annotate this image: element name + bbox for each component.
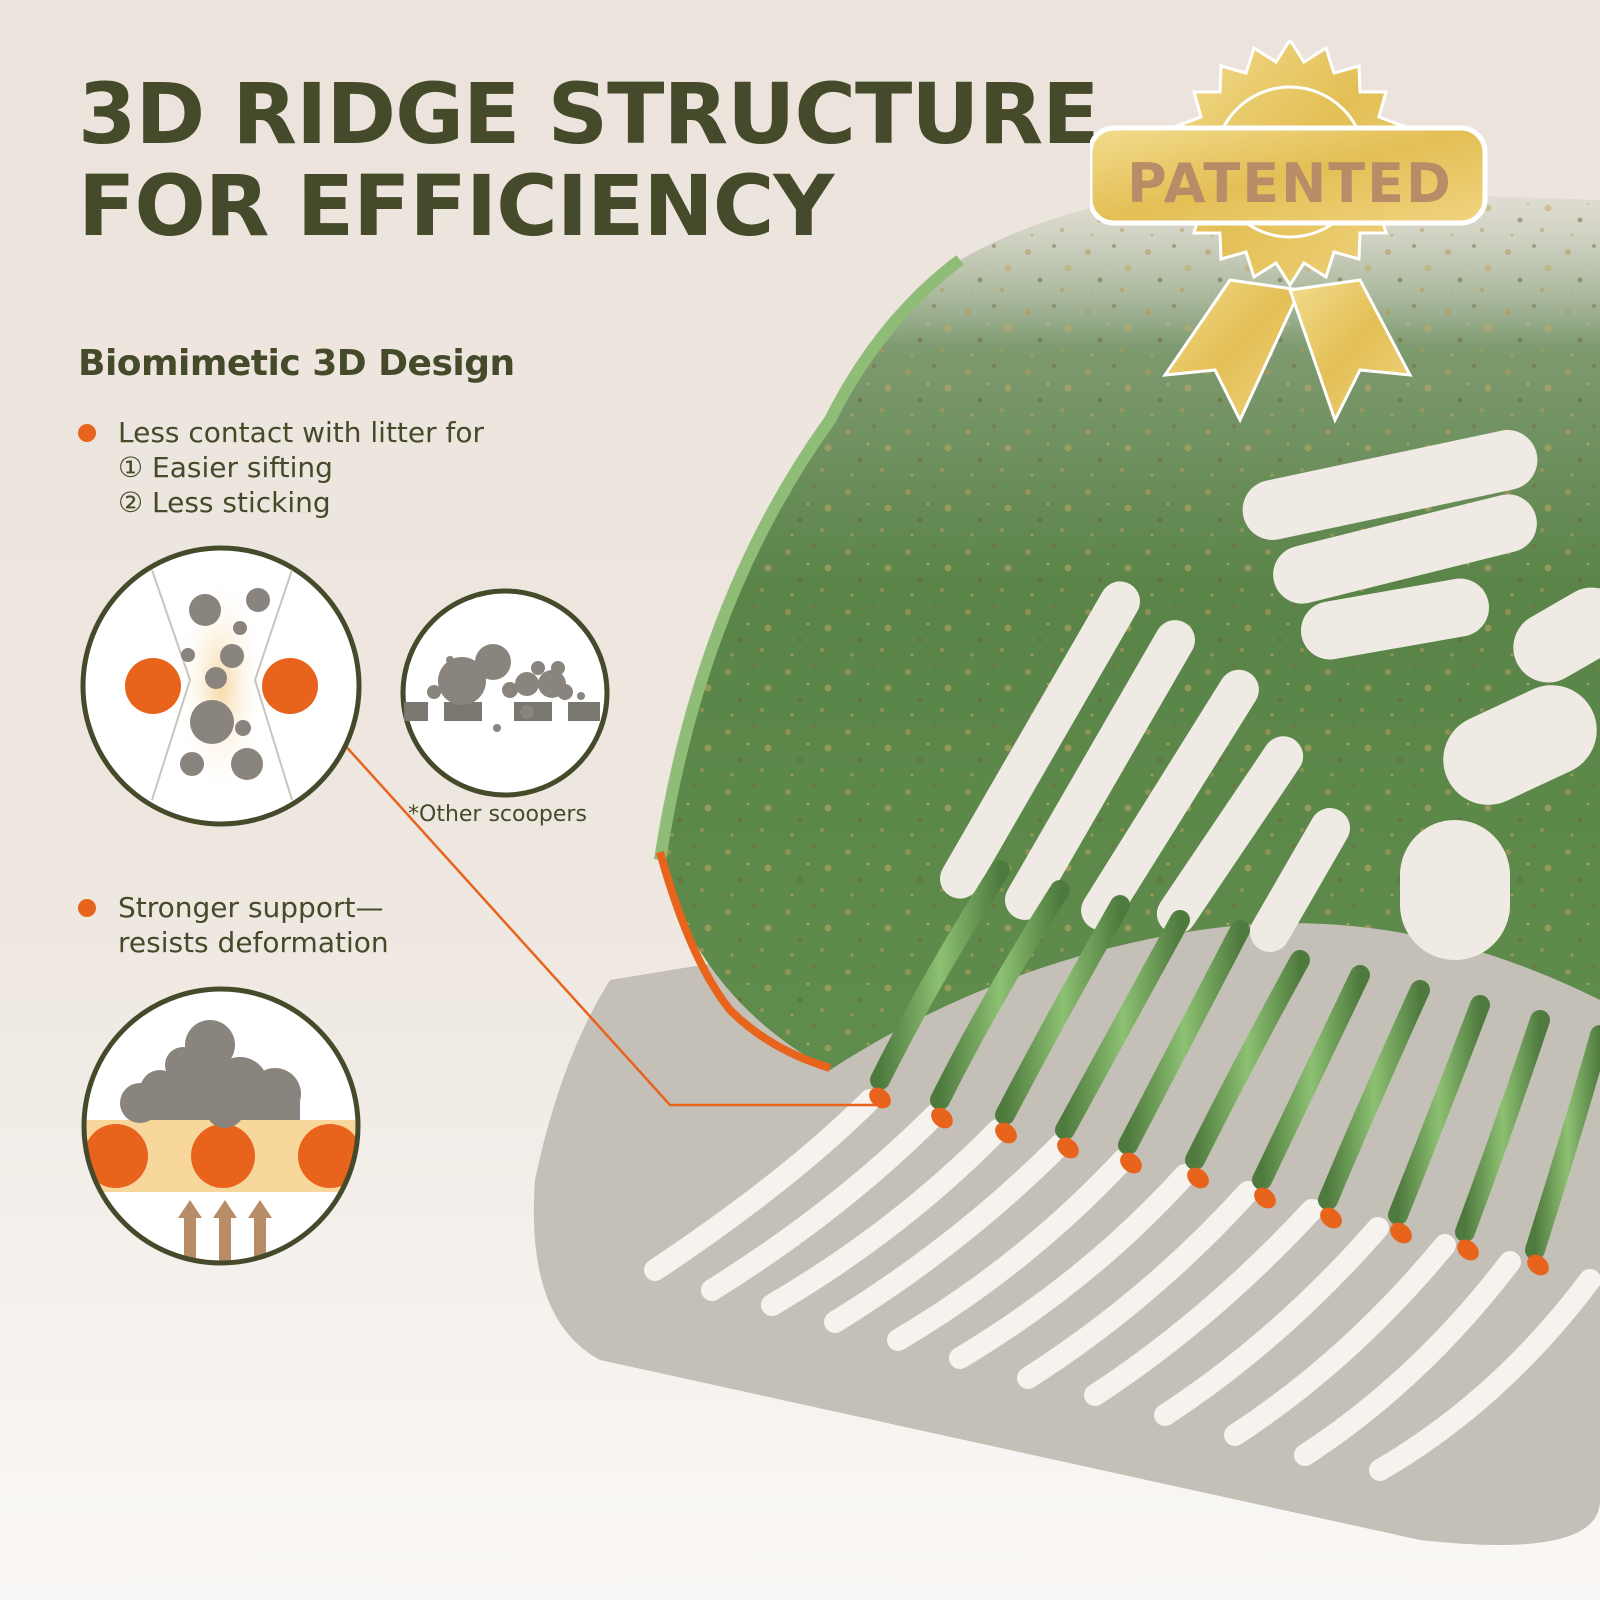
gold-seal-ribbon-icon <box>1087 37 1488 424</box>
bullet-text: resists deformation <box>118 926 389 959</box>
patented-badge: PATENTED <box>1087 37 1490 430</box>
other-scoopers-caption: *Other scoopers <box>408 802 587 827</box>
support-diagram <box>81 986 361 1266</box>
other-scoopers-diagram <box>400 588 610 798</box>
bullet-text: Less contact with litter for <box>118 416 485 449</box>
headline: 3D RIDGE STRUCTURE FOR EFFICIENCY <box>78 65 1100 255</box>
section-title: Biomimetic 3D Design <box>78 343 515 384</box>
bullet-dot-icon <box>78 424 96 442</box>
bullet-subitem-2: ② Less sticking <box>118 486 331 519</box>
headline-line-2: FOR EFFICIENCY <box>78 157 834 255</box>
bullet-dot-icon <box>78 899 96 917</box>
patented-label: PATENTED <box>1127 152 1453 215</box>
bullet-stronger-support: Stronger support— resists deformation <box>78 890 389 960</box>
bullet-less-contact: Less contact with litter for ① Easier si… <box>78 415 484 520</box>
bullet-text: Stronger support— <box>118 891 384 924</box>
ridge-contact-diagram <box>80 545 362 827</box>
headline-line-1: 3D RIDGE STRUCTURE <box>78 65 1100 163</box>
bullet-subitem-1: ① Easier sifting <box>118 451 333 484</box>
